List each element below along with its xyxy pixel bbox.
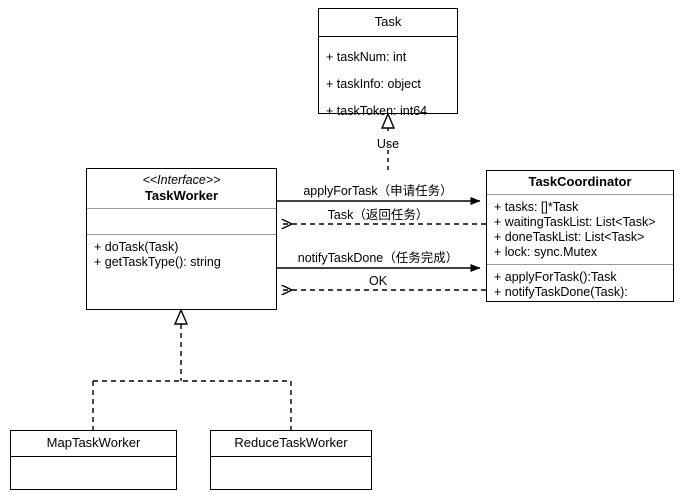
attribute-row: + tasks: []*Task — [494, 200, 579, 214]
class-title-task: Task — [319, 9, 457, 36]
edge-label-use: Use — [376, 137, 400, 151]
class-box-reduce-task-worker[interactable]: ReduceTaskWorker — [210, 430, 372, 490]
attribute-row: + taskNum: int — [326, 50, 407, 64]
class-attributes-task: + taskNum: int + taskInfo: object + task… — [319, 36, 457, 129]
attribute-row: + doneTaskList: List<Task> — [494, 230, 645, 244]
class-stereotype-task-worker: <<Interface>> — [142, 173, 221, 187]
method-row: + getTaskType(): string — [94, 255, 221, 269]
method-row: + doTask(Task) — [94, 240, 179, 254]
edge-label-ok: OK — [368, 274, 388, 288]
class-box-task-coordinator[interactable]: TaskCoordinator + tasks: []*Task + waiti… — [486, 170, 674, 302]
class-name-task-worker: TaskWorker — [144, 188, 219, 203]
relation-realization-workers — [92, 308, 292, 430]
class-box-task-worker[interactable]: <<Interface>> TaskWorker + doTask(Task) … — [86, 168, 277, 310]
class-body-map-task-worker — [11, 456, 176, 489]
edge-label-notify-task-done: notifyTaskDone（任务完成） — [297, 251, 459, 265]
attribute-row: + waitingTaskList: List<Task> — [494, 215, 656, 229]
method-row: + applyForTask():Task — [494, 270, 617, 284]
attribute-row: + taskInfo: object — [326, 77, 421, 91]
class-methods-task-coordinator: + applyForTask():Task + notifyTaskDone(T… — [487, 264, 673, 304]
class-attributes-task-coordinator: + tasks: []*Task + waitingTaskList: List… — [487, 194, 673, 264]
class-methods-task-worker: + doTask(Task) + getTaskType(): string — [87, 234, 276, 309]
class-box-task[interactable]: Task + taskNum: int + taskInfo: object +… — [318, 8, 458, 118]
edge-label-task-return: Task（返回任务） — [327, 208, 429, 222]
class-name-reduce-task-worker: ReduceTaskWorker — [234, 435, 348, 450]
class-box-map-task-worker[interactable]: MapTaskWorker — [10, 430, 177, 490]
class-name-map-task-worker: MapTaskWorker — [46, 435, 141, 450]
class-attributes-task-worker — [87, 208, 276, 234]
attribute-row: + lock: sync.Mutex — [494, 245, 598, 259]
class-name-task: Task — [374, 14, 402, 29]
class-title-task-coordinator: TaskCoordinator — [487, 171, 673, 194]
class-body-reduce-task-worker — [211, 456, 371, 489]
class-title-map-task-worker: MapTaskWorker — [11, 431, 176, 456]
class-title-reduce-task-worker: ReduceTaskWorker — [211, 431, 371, 456]
class-name-task-coordinator: TaskCoordinator — [528, 174, 632, 189]
edge-label-apply-for-task: applyForTask（申请任务） — [303, 184, 453, 198]
attribute-row: + taskToken: int64 — [326, 104, 428, 118]
class-title-task-worker: <<Interface>> TaskWorker — [87, 169, 276, 208]
method-row: + notifyTaskDone(Task): — [494, 285, 628, 299]
